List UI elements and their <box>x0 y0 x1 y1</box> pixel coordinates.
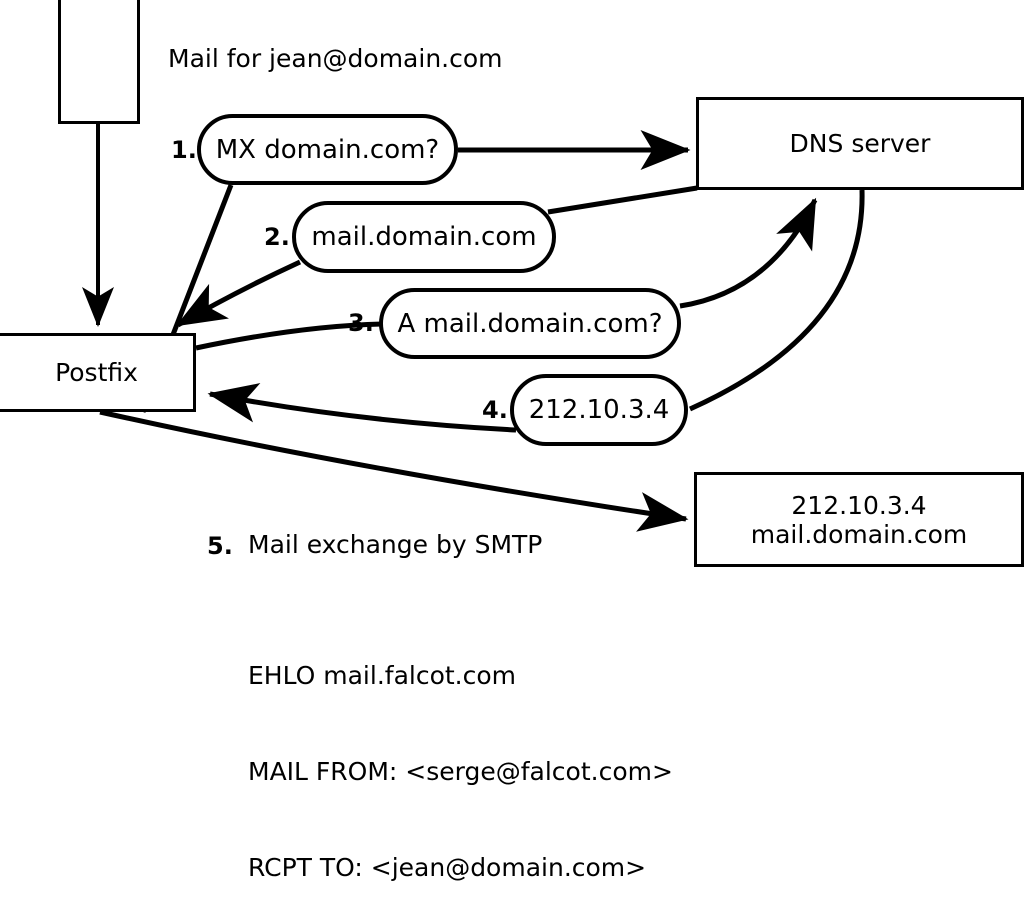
step-4-bubble[interactable]: 212.10.3.4 <box>510 374 688 446</box>
remote-mailserver-box[interactable]: 212.10.3.4 mail.domain.com <box>694 472 1024 567</box>
step-1-number: 1. <box>171 136 197 164</box>
step-2-bubble[interactable]: mail.domain.com <box>292 201 556 273</box>
mail-for-caption: Mail for jean@domain.com <box>168 44 503 73</box>
dns-server-label: DNS server <box>789 129 931 158</box>
client-box[interactable] <box>58 0 140 124</box>
postfix-box[interactable]: Postfix <box>0 333 196 412</box>
dns-server-box[interactable]: DNS server <box>696 97 1024 190</box>
line-postfix-to-step3 <box>195 321 383 351</box>
step-5-label: Mail exchange by SMTP <box>248 530 543 559</box>
step-3-label: A mail.domain.com? <box>397 308 663 339</box>
step-4-label: 212.10.3.4 <box>528 395 670 425</box>
transcript-line-2: RCPT TO: <jean@domain.com> <box>248 853 647 882</box>
arrow-step4-to-postfix <box>207 383 517 433</box>
step-4-number: 4. <box>482 396 508 424</box>
step-2-number: 2. <box>264 223 290 251</box>
transcript-line-0: EHLO mail.falcot.com <box>248 661 517 690</box>
step-5-number: 5. <box>207 532 233 560</box>
remote-ip-label: 212.10.3.4 <box>791 490 927 520</box>
smtp-transcript: EHLO mail.falcot.com MAIL FROM: <serge@f… <box>248 596 673 919</box>
step-1-label: MX domain.com? <box>215 134 440 165</box>
step-3-bubble[interactable]: A mail.domain.com? <box>379 288 681 359</box>
step-2-label: mail.domain.com <box>311 222 537 252</box>
line-dns-to-step4 <box>688 189 865 412</box>
arrow-postfix-to-remote <box>99 409 689 532</box>
step-3-number: 3. <box>348 309 374 337</box>
transcript-line-1: MAIL FROM: <serge@falcot.com> <box>248 757 673 786</box>
arrow-step3-to-dns <box>679 197 818 309</box>
line-dns-to-step2 <box>547 185 698 215</box>
postfix-label: Postfix <box>55 358 138 387</box>
remote-hostname-label: mail.domain.com <box>750 519 968 549</box>
arrow-step2-to-postfix <box>175 259 302 328</box>
step-1-bubble[interactable]: MX domain.com? <box>197 114 458 185</box>
